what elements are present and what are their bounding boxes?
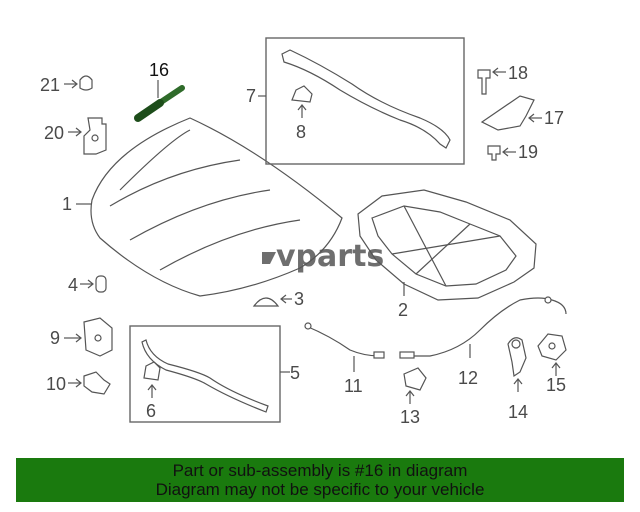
arrow-8: [297, 104, 307, 111]
callout-14: 14: [508, 402, 528, 422]
part-6[interactable]: 6: [143, 361, 161, 421]
part-20[interactable]: 20: [44, 117, 107, 155]
arrow-14: [513, 378, 523, 385]
arrow-20: [75, 127, 82, 137]
seal-5-shape: [141, 339, 269, 413]
bolt-18-shape: [477, 69, 491, 95]
callout-15: 15: [546, 375, 566, 395]
hood-1-crease-c: [159, 219, 301, 271]
callout-20: 20: [44, 123, 64, 143]
cable-12-shape: [402, 297, 567, 357]
part-3[interactable]: 3: [252, 289, 304, 309]
part-8[interactable]: 8: [291, 85, 313, 142]
arrow-10: [75, 378, 82, 388]
banner-line-2: Diagram may not be specific to your vehi…: [155, 480, 485, 499]
arrow-4: [87, 279, 94, 289]
callout-3: 3: [294, 289, 304, 309]
watermark-logo-icon: [262, 252, 276, 264]
arrow-15: [551, 362, 561, 369]
lever-15-hole: [548, 342, 556, 350]
part-5[interactable]: 5: [129, 325, 300, 423]
hood-1-shape: [90, 117, 343, 297]
part-12[interactable]: 12: [399, 296, 567, 388]
part-14[interactable]: 14: [507, 337, 528, 422]
bracket-20-hole: [91, 134, 99, 142]
callout-10: 10: [46, 374, 66, 394]
insulator-2-rib-a: [403, 205, 447, 287]
part-15[interactable]: 15: [537, 333, 567, 395]
callout-17: 17: [544, 108, 564, 128]
part-11[interactable]: 11: [304, 322, 385, 396]
cable-11-tip: [373, 351, 385, 359]
plug-4-shape: [95, 275, 107, 293]
arrow-13: [405, 390, 415, 397]
handle-14-shape: [507, 337, 527, 378]
part-19[interactable]: 19: [487, 142, 538, 162]
cable-12-knob: [544, 296, 552, 304]
callout-4: 4: [68, 275, 78, 295]
part-17[interactable]: 17: [480, 95, 564, 131]
callout-8: 8: [296, 122, 306, 142]
cable-11-end: [304, 322, 312, 330]
part-18[interactable]: 18: [477, 63, 528, 95]
callout-1: 1: [62, 194, 72, 214]
info-banner: Part or sub-assembly is #16 in diagram D…: [16, 458, 624, 502]
callout-13: 13: [400, 407, 420, 427]
latch-9-hole: [94, 334, 102, 342]
hood-seal-7-shape: [281, 49, 451, 149]
bolt-19-shape: [487, 145, 501, 161]
callout-16: 16: [149, 60, 169, 80]
arrow-18: [492, 67, 499, 77]
callout-6: 6: [146, 401, 156, 421]
callout-12: 12: [458, 368, 478, 388]
part-9[interactable]: 9: [50, 317, 113, 357]
arrow-21: [71, 79, 78, 89]
cable-12-end: [399, 351, 415, 359]
cable-11-shape: [305, 325, 381, 357]
callout-19: 19: [518, 142, 538, 162]
part-21[interactable]: 21: [40, 75, 93, 95]
part-1[interactable]: 1: [62, 117, 343, 297]
callout-18: 18: [508, 63, 528, 83]
part-10[interactable]: 10: [46, 371, 111, 395]
part-16[interactable]: 16: [134, 60, 185, 122]
part-7[interactable]: 7: [246, 37, 465, 165]
arrow-17: [528, 113, 535, 123]
callout-21: 21: [40, 75, 60, 95]
part-4[interactable]: 4: [68, 275, 107, 295]
insulator-2-rib-c: [391, 235, 501, 255]
clip-8-shape: [291, 85, 313, 103]
box-5: [129, 325, 281, 423]
bracket-17-shape: [480, 95, 535, 131]
banner-line-1: Part or sub-assembly is #16 in diagram: [172, 461, 468, 480]
callout-9: 9: [50, 328, 60, 348]
clip-6-shape: [143, 361, 161, 381]
bumper-3-shape: [252, 297, 280, 307]
hood-1-edge: [119, 129, 191, 191]
arrow-6: [147, 384, 157, 391]
callout-11: 11: [344, 376, 363, 396]
part-2[interactable]: 2: [357, 189, 537, 320]
arrow-3: [280, 294, 287, 304]
callout-7: 7: [246, 86, 256, 106]
part-13[interactable]: 13: [400, 367, 427, 427]
clip-13-shape: [403, 367, 427, 391]
strut-16-body: [134, 99, 164, 122]
arrow-19: [502, 147, 509, 157]
handle-14-pivot: [511, 339, 521, 349]
callout-5: 5: [290, 363, 300, 383]
watermark-text: vparts: [276, 239, 384, 274]
watermark: vparts: [262, 239, 384, 274]
hood-1-crease-a: [109, 159, 241, 207]
box-7: [265, 37, 465, 165]
hood-1-crease-b: [129, 189, 271, 241]
clip-21-shape: [79, 75, 93, 91]
striker-10-shape: [83, 371, 111, 395]
callout-2: 2: [398, 300, 408, 320]
insulator-2-rib-b: [415, 223, 471, 275]
arrow-9: [75, 333, 82, 343]
